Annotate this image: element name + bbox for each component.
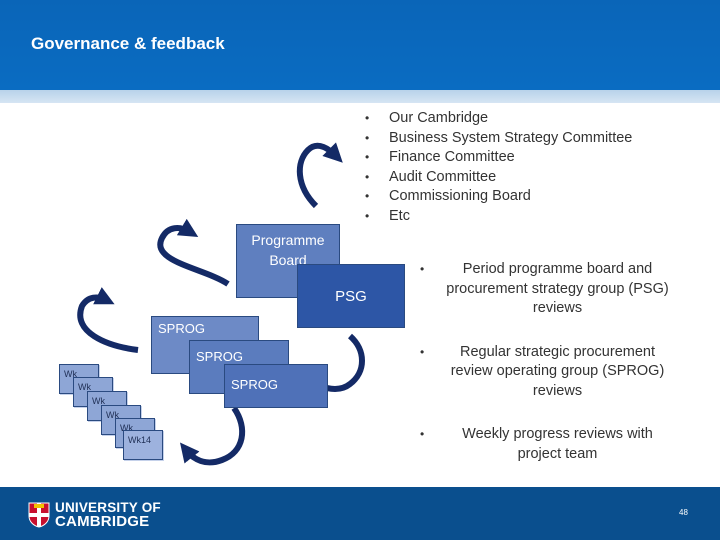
feedback-arrow-sprog-to-psg — [77, 287, 139, 353]
feedback-arrow-psg-to-board — [157, 218, 230, 287]
crest-icon — [28, 502, 50, 528]
slide-footer — [0, 487, 720, 540]
week-box: Wk14 — [123, 430, 163, 460]
governance-item: •Business System Strategy Committee — [365, 129, 633, 146]
slide-header: Governance & feedback — [0, 0, 720, 90]
university-logo: UNIVERSITY OF CAMBRIDGE — [28, 501, 161, 529]
review-list: •Period programme board and procurement … — [420, 260, 670, 488]
governance-list: •Our Cambridge •Business System Strategy… — [365, 109, 632, 226]
review-item: •Regular strategic procurement review op… — [420, 343, 665, 399]
governance-item: •Commissioning Board — [365, 188, 531, 204]
feedback-arrow-board-to-committees — [296, 142, 343, 209]
governance-item: •Finance Committee — [365, 149, 515, 165]
header-strip — [0, 90, 720, 103]
governance-item: •Etc — [365, 207, 410, 224]
feedback-arrow-weekly-to-sprog — [179, 406, 246, 466]
sprog-box: SPROG — [224, 364, 328, 408]
governance-item: •Our Cambridge — [365, 110, 489, 126]
review-item: •Weekly progress reviews with project te… — [420, 426, 653, 462]
psg-box: PSG — [297, 264, 405, 328]
slide-title: Governance & feedback — [31, 34, 225, 53]
page-number: 48 — [679, 508, 688, 517]
governance-item: •Audit Committee — [365, 168, 497, 185]
review-item: •Period programme board and procurement … — [420, 261, 669, 316]
